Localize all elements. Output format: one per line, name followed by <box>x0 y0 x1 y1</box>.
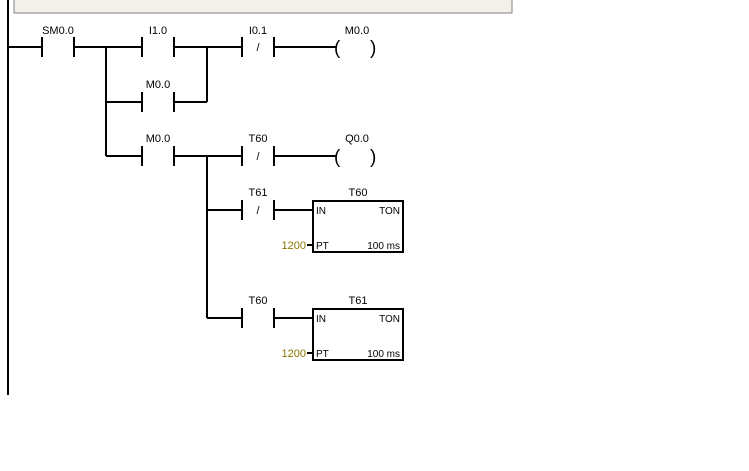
contact-i01-normally-closed[interactable]: I0.1 / <box>241 25 275 57</box>
coil-q00-right-paren: ) <box>370 147 376 168</box>
coil-q00-left-paren: ( <box>334 147 341 168</box>
contact-sm00-label: SM0.0 <box>42 25 74 37</box>
contact-m00[interactable]: M0.0 <box>141 133 175 166</box>
contact-t61-normally-closed[interactable]: T61 / <box>241 187 275 220</box>
contact-t60-label: T60 <box>249 133 268 145</box>
coil-q00[interactable]: Q0.0 ( ) <box>334 133 376 168</box>
contact-i10-label: I1.0 <box>149 25 167 37</box>
timer-t61-base: 100 ms <box>367 349 400 360</box>
timer-t61-name: T61 <box>349 295 368 307</box>
contact-m00-label: M0.0 <box>146 133 170 145</box>
top-panel <box>13 0 513 14</box>
timer-t60-preset: 1200 <box>282 240 306 252</box>
contact-i10[interactable]: I1.0 <box>141 25 175 57</box>
contact-t60-enable-label: T60 <box>249 295 268 307</box>
coil-q00-label: Q0.0 <box>345 133 369 145</box>
timer-t60-in-label: IN <box>316 206 326 217</box>
coil-m00-left-paren: ( <box>334 38 341 59</box>
timer-t61-in-label: IN <box>316 314 326 325</box>
coil-m00-right-paren: ) <box>370 38 376 59</box>
contact-m00-seal-label: M0.0 <box>146 79 170 91</box>
wiring <box>8 46 336 354</box>
timer-t61-type: TON <box>379 314 400 325</box>
timer-t61-pt-label: PT <box>316 349 329 360</box>
timer-block-t61[interactable]: T61 IN TON PT 100 ms 1200 <box>282 295 404 361</box>
coil-m00[interactable]: M0.0 ( ) <box>334 25 376 59</box>
timer-t61-preset: 1200 <box>282 348 306 360</box>
nc-slash: / <box>256 42 260 54</box>
timer-t60-type: TON <box>379 206 400 217</box>
timer-t60-pt-label: PT <box>316 241 329 252</box>
timer-t60-name: T60 <box>349 187 368 199</box>
contact-m00-seal-in[interactable]: M0.0 <box>141 79 175 112</box>
contact-t60-normally-closed[interactable]: T60 / <box>241 133 275 166</box>
nc-slash: / <box>256 205 260 217</box>
contact-i01-label: I0.1 <box>249 25 267 37</box>
timer-block-t60[interactable]: T60 IN TON PT 100 ms 1200 <box>282 187 404 253</box>
contact-t61-label: T61 <box>249 187 268 199</box>
contact-t60[interactable]: T60 <box>241 295 275 328</box>
coil-m00-label: M0.0 <box>345 25 369 37</box>
nc-slash: / <box>256 151 260 163</box>
contact-sm00[interactable]: SM0.0 <box>41 25 75 57</box>
timer-t60-base: 100 ms <box>367 241 400 252</box>
